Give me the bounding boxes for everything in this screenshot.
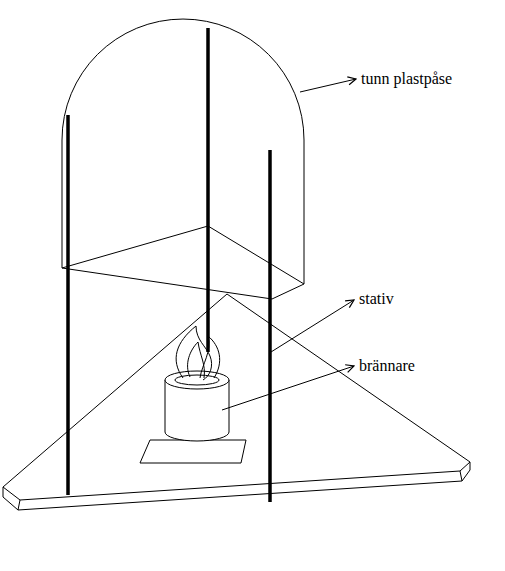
part-label: tunn plastpåse [361, 70, 452, 88]
part-label: stativ [359, 290, 394, 308]
stand-rods [68, 28, 270, 502]
leader-arrows [222, 79, 356, 410]
base-plate [3, 294, 470, 510]
plastic-bag [62, 19, 304, 299]
flame [176, 326, 220, 380]
burner [140, 371, 246, 463]
part-label: brännare [359, 357, 415, 375]
